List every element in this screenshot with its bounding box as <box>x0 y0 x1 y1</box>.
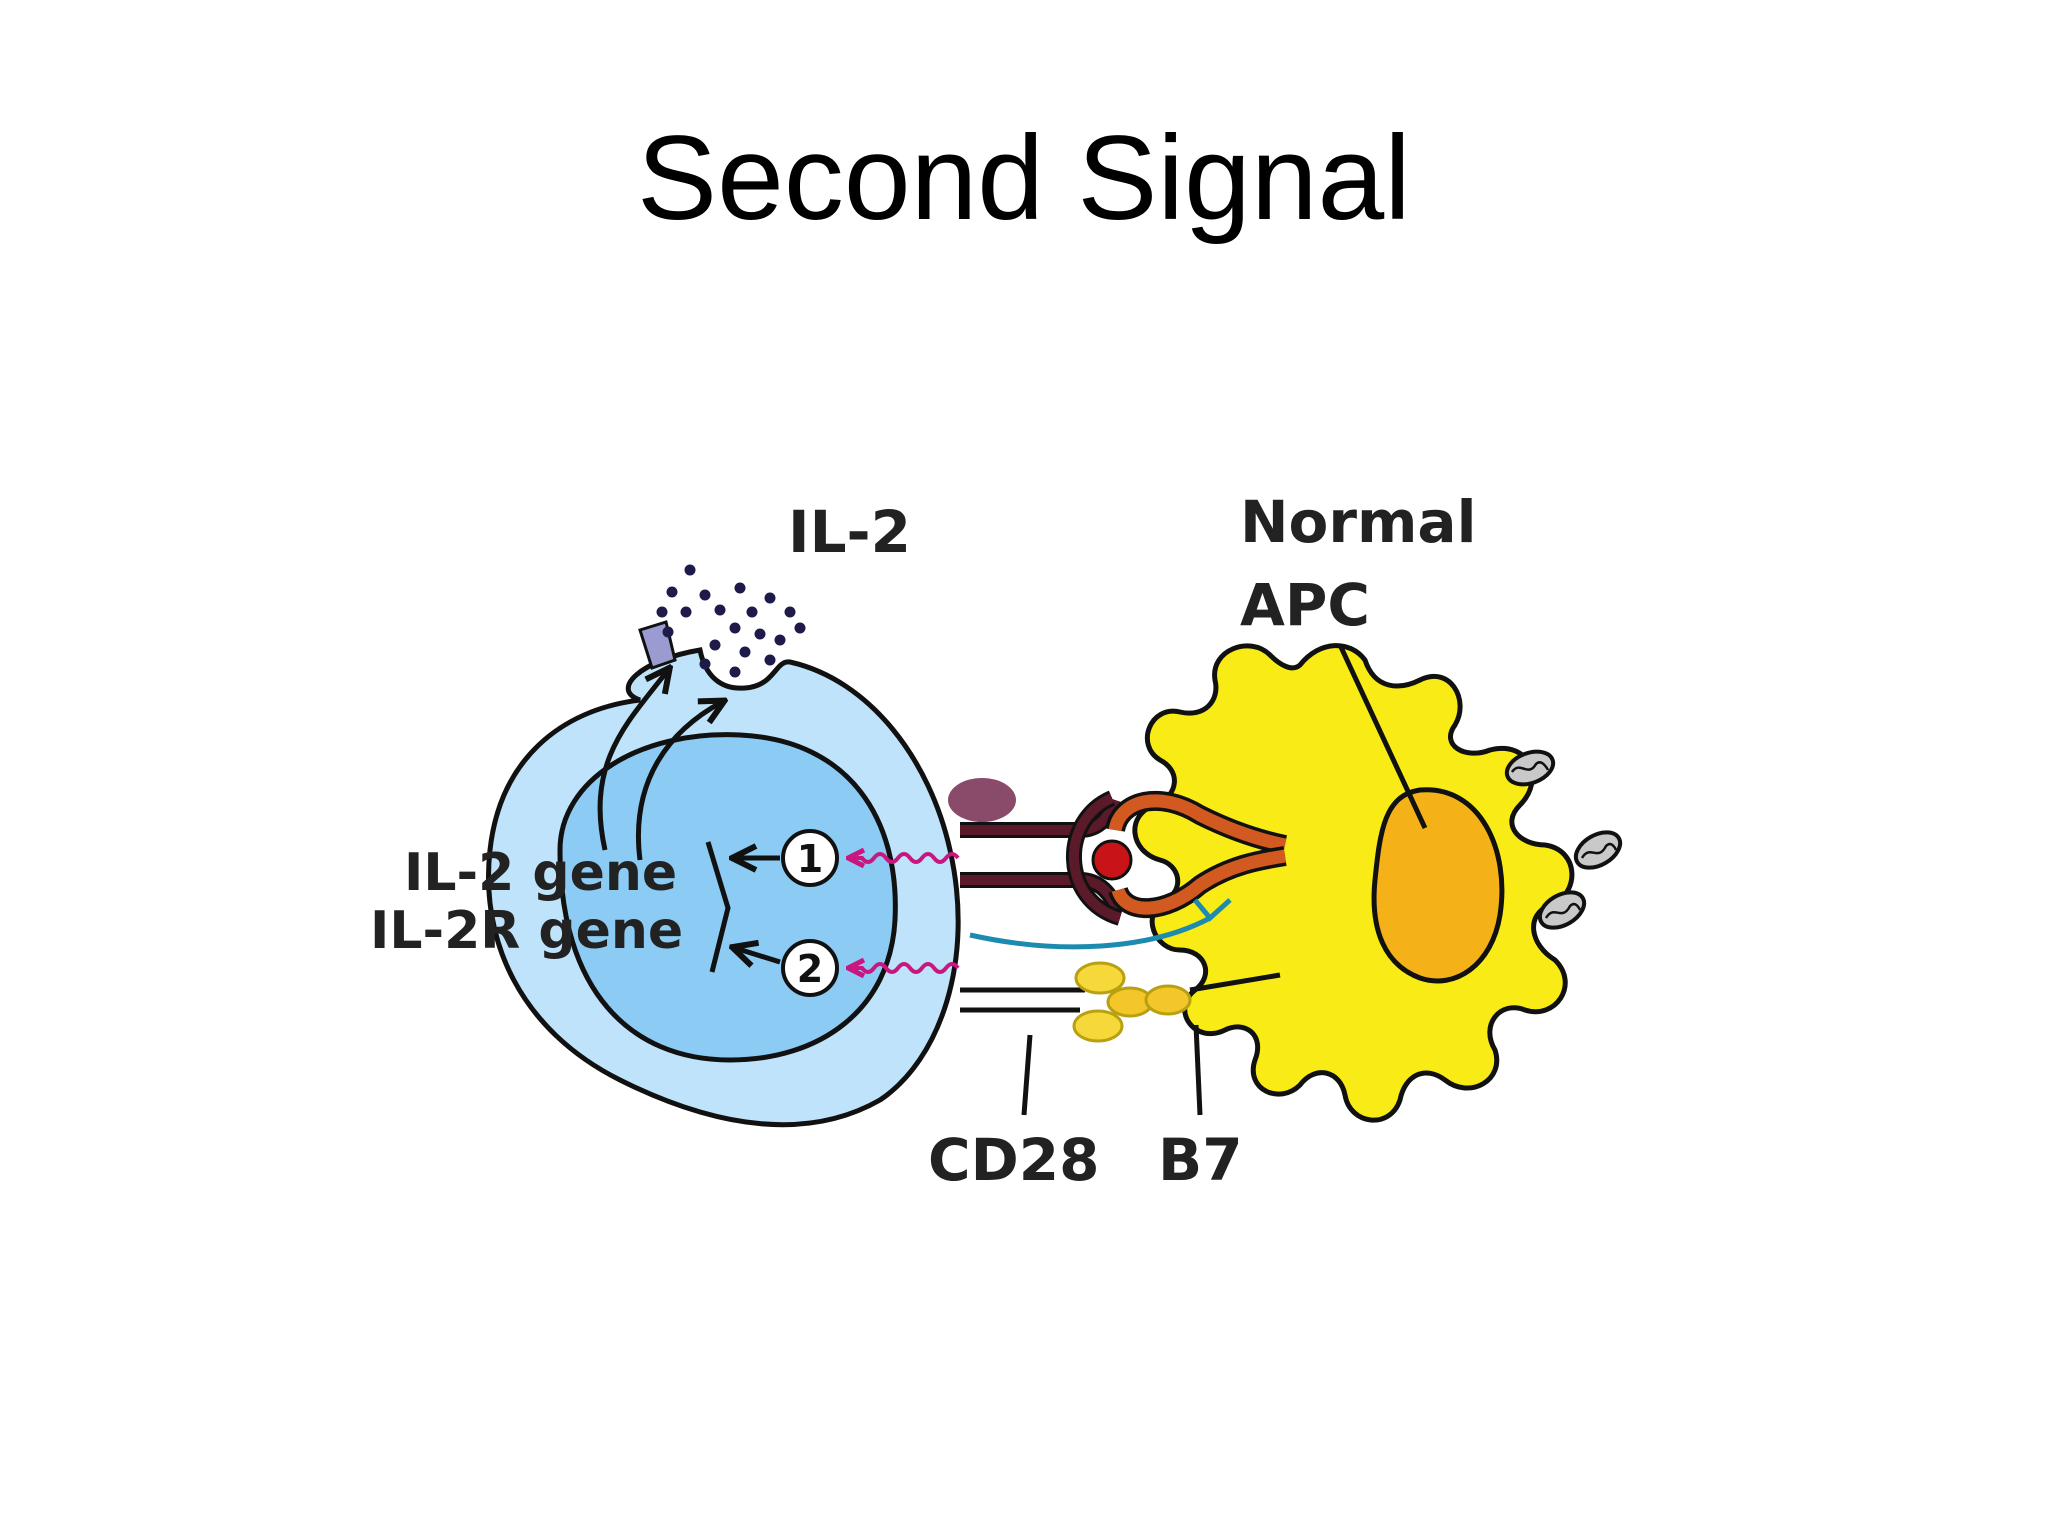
signal-2-gene-arrow <box>735 948 781 962</box>
apc-label-line1: Normal <box>1240 488 1476 556</box>
signal-1-number: 1 <box>797 837 823 881</box>
signal-1-circle <box>781 829 839 887</box>
cd28-b7-costimulation <box>960 961 1281 1116</box>
slide-title: Second Signal <box>637 111 1411 245</box>
il2r-gene-label: IL-2R gene <box>370 901 683 961</box>
il2-cytokine-dots <box>656 564 806 678</box>
il2-gene-label: IL-2 gene <box>404 843 677 903</box>
cd28-pointer-line <box>1021 1034 1033 1116</box>
cd28-domain-1 <box>1074 961 1126 995</box>
tcr-membrane-bump <box>948 778 1016 822</box>
il2-label: IL-2 <box>788 498 911 566</box>
signal-1: 1 <box>735 829 960 887</box>
antigen-peptide <box>1091 839 1133 881</box>
b7-label: B7 <box>1158 1126 1243 1194</box>
secretion-arrow-il2 <box>636 702 722 861</box>
apc-pointer-line <box>1337 643 1428 830</box>
b7-pointer-line <box>1193 1024 1203 1116</box>
cd28-label: CD28 <box>928 1126 1099 1194</box>
apc-nucleus <box>1371 787 1505 984</box>
secretion-arrow-receptor <box>597 670 668 851</box>
apc-label-line2: APC <box>1240 571 1370 639</box>
signal-2: 2 <box>735 939 960 997</box>
tcr-mhc-complex <box>948 778 1288 926</box>
apc-mitochondria <box>1504 749 1623 930</box>
gene-bracket <box>705 841 731 973</box>
signal-2-circle <box>781 939 839 997</box>
signal-2-wavy-arrow <box>850 964 960 972</box>
signal-2-number: 2 <box>797 947 823 991</box>
signal-1-wavy-arrow <box>850 854 960 862</box>
cd28-domain-2 <box>1072 1009 1124 1043</box>
apc-cell <box>1132 643 1623 1123</box>
cd4-coreceptor <box>969 898 1232 950</box>
b7-domain-2 <box>1144 984 1192 1016</box>
